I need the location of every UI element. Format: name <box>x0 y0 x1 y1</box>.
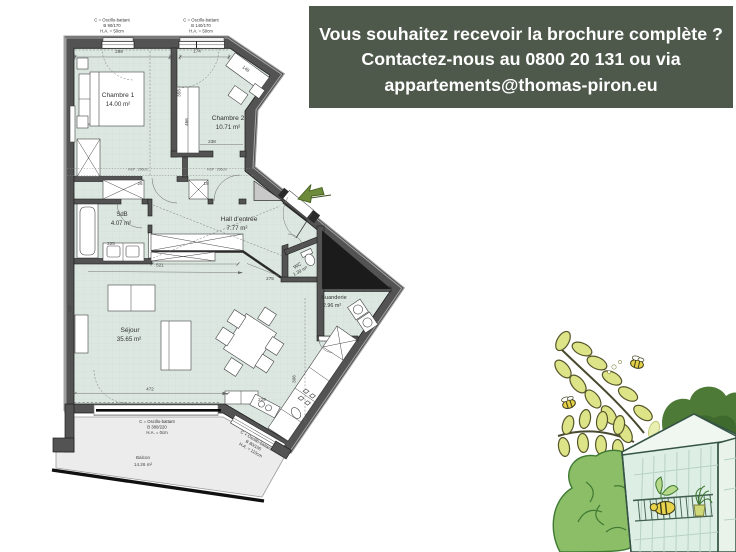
svg-text:Chambre 2: Chambre 2 <box>212 115 245 122</box>
svg-text:472: 472 <box>146 387 154 392</box>
svg-text:WC: WC <box>292 261 303 270</box>
svg-text:Buanderie: Buanderie <box>321 295 347 301</box>
svg-text:7.77 m²: 7.77 m² <box>227 225 248 232</box>
svg-text:4.07 m²: 4.07 m² <box>111 221 131 227</box>
svg-text:H.A. = 50cm: H.A. = 50cm <box>189 29 213 34</box>
svg-text:B 380/220: B 380/220 <box>147 425 167 430</box>
svg-text:148: 148 <box>241 65 251 74</box>
svg-text:238: 238 <box>208 139 216 144</box>
svg-text:B 90/170: B 90/170 <box>103 23 121 28</box>
svg-text:SdB: SdB <box>116 212 127 218</box>
svg-text:229: 229 <box>258 397 266 402</box>
svg-text:C = Oscillo-battant: C = Oscillo-battant <box>183 18 219 23</box>
svg-text:35.65 m²: 35.65 m² <box>117 336 141 343</box>
svg-text:225: 225 <box>107 241 115 246</box>
svg-text:B 140/170: B 140/170 <box>191 23 211 28</box>
svg-text:26: 26 <box>137 181 143 186</box>
svg-text:Balcon: Balcon <box>136 455 150 460</box>
svg-text:H.A. = 50cm: H.A. = 50cm <box>100 29 124 34</box>
svg-text:14.26 m²: 14.26 m² <box>134 462 153 467</box>
svg-text:408: 408 <box>68 305 73 313</box>
svg-text:306: 306 <box>292 375 297 383</box>
svg-text:358: 358 <box>177 89 182 97</box>
svg-text:2.96 m²: 2.96 m² <box>323 303 341 309</box>
svg-text:299: 299 <box>115 49 123 54</box>
svg-text:466: 466 <box>184 118 189 126</box>
svg-text:10.71 m²: 10.71 m² <box>216 124 240 131</box>
svg-text:HSP : 296cm: HSP : 296cm <box>207 168 227 172</box>
svg-text:HSP : 296cm: HSP : 296cm <box>128 168 148 172</box>
svg-text:521: 521 <box>156 263 164 268</box>
svg-text:19: 19 <box>203 181 209 186</box>
svg-text:Hall d'entrée: Hall d'entrée <box>221 216 258 223</box>
svg-text:H.A. = 0cm: H.A. = 0cm <box>146 430 168 435</box>
svg-text:174: 174 <box>193 49 201 54</box>
svg-text:275: 275 <box>266 276 274 281</box>
svg-text:C = Oscillo-battant: C = Oscillo-battant <box>139 419 175 424</box>
svg-text:Séjour: Séjour <box>120 327 140 334</box>
svg-text:C = Oscillo-battant: C = Oscillo-battant <box>94 18 130 23</box>
svg-text:Chambre 1: Chambre 1 <box>102 92 135 99</box>
svg-text:14.00 m²: 14.00 m² <box>106 101 130 108</box>
svg-text:1.39 m²: 1.39 m² <box>292 265 309 277</box>
